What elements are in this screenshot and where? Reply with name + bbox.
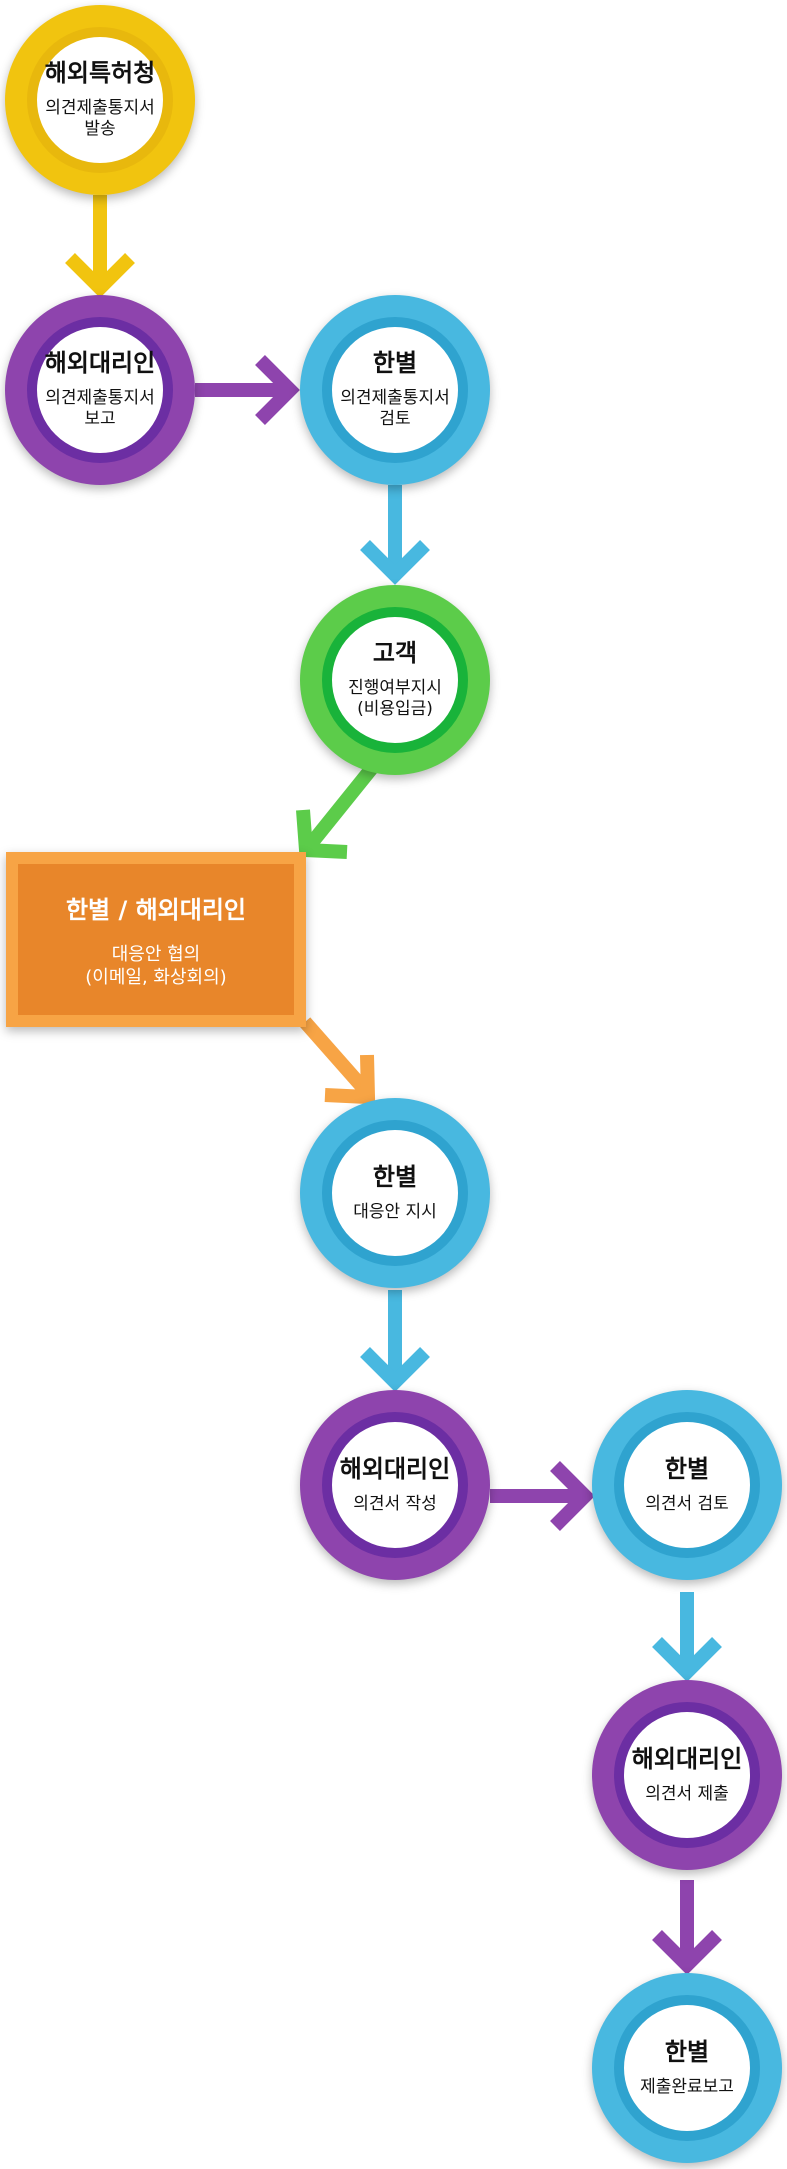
node-subtitle: 대응안 지시 [353,1201,437,1222]
node-subtitle: 의견서 작성 [353,1493,437,1514]
node-title: 한별 / 해외대리인 [65,895,247,924]
node-subtitle: 대응안 협의 (이메일, 화상회의) [85,943,227,988]
arrow-8-to-9 [652,1592,722,1682]
arrow-5-to-6 [299,1017,376,1105]
arrow-7-to-8 [490,1461,595,1531]
node-title: 한별 [664,2037,710,2066]
arrow-1-to-2 [65,195,135,298]
node-title: 고객 [372,639,418,668]
node-subtitle: 진행여부지시 (비용입금) [348,678,442,720]
arrow-4-to-5 [296,763,378,859]
node-title: 해외대리인 [44,349,156,378]
node-hanbyul-completion-report: 한별 제출완료보고 [592,1973,782,2163]
node-subtitle: 의견서 검토 [645,1493,729,1514]
node-hanbyul-review-opinion: 한별 의견서 검토 [592,1390,782,1580]
node-title: 해외특허청 [44,59,156,88]
arrow-9-to-10 [652,1880,722,1975]
node-overseas-patent-office: 해외특허청 의견제출통지서 발송 [5,5,195,195]
node-subtitle: 의견제출통지서 보고 [45,388,155,430]
node-subtitle: 의견제출통지서 발송 [45,98,155,140]
node-overseas-agent-report: 해외대리인 의견제출통지서 보고 [5,295,195,485]
node-customer-instruction: 고객 진행여부지시 (비용입금) [300,585,490,775]
arrow-6-to-7 [360,1290,430,1392]
node-title: 한별 [372,349,418,378]
node-subtitle: 의견서 제출 [645,1783,729,1804]
node-subtitle: 제출완료보고 [640,2076,734,2097]
node-response-discussion: 한별 / 해외대리인 대응안 협의 (이메일, 화상회의) [6,852,306,1027]
node-title: 해외대리인 [339,1454,451,1483]
node-title: 한별 [372,1162,418,1191]
arrow-3-to-4 [360,485,430,585]
node-overseas-agent-submit: 해외대리인 의견서 제출 [592,1680,782,1870]
node-title: 한별 [664,1454,710,1483]
arrow-2-to-3 [195,355,300,425]
node-hanbyul-response-instruction: 한별 대응안 지시 [300,1098,490,1288]
node-subtitle: 의견제출통지서 검토 [340,388,450,430]
node-overseas-agent-draft: 해외대리인 의견서 작성 [300,1390,490,1580]
node-hanbyul-review-notice: 한별 의견제출통지서 검토 [300,295,490,485]
node-title: 해외대리인 [631,1744,743,1773]
